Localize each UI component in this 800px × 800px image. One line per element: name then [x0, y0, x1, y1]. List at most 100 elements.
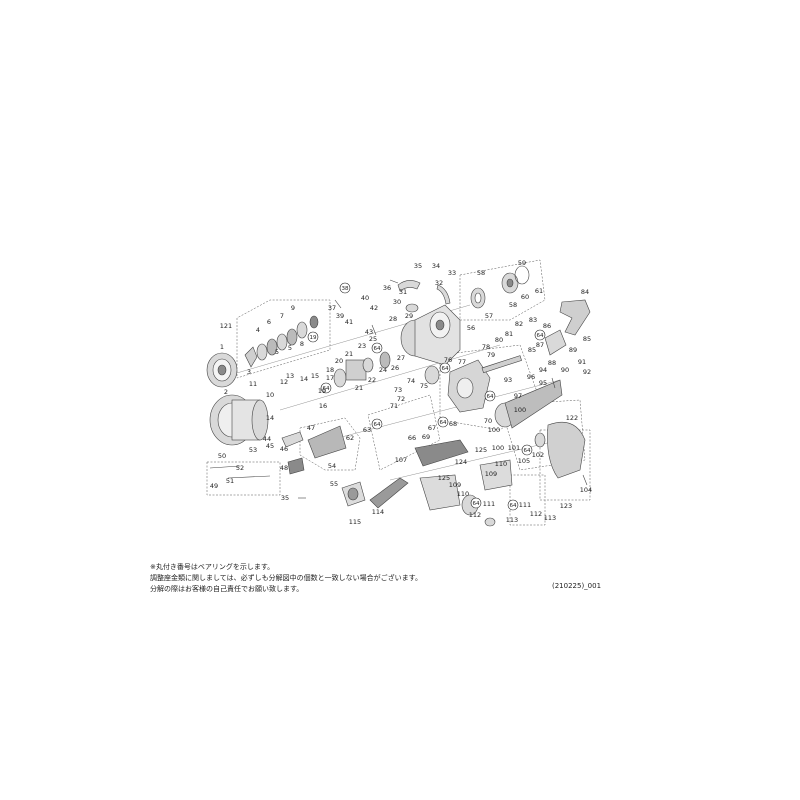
label-part-111a: 111 — [483, 500, 495, 508]
rotor-drawing — [400, 304, 461, 366]
label-part-79: 79 — [487, 351, 495, 359]
label-part-100b: 100 — [488, 426, 500, 434]
label-part-56: 56 — [467, 324, 475, 332]
label-part-89: 89 — [569, 346, 577, 354]
label-part-31: 31 — [399, 288, 407, 296]
label-part-26: 26 — [391, 364, 399, 372]
label-part-113b: 113 — [544, 514, 556, 522]
label-bearing-38: 38 — [342, 286, 349, 292]
label-part-100c: 100 — [492, 444, 504, 452]
label-bearing-64h: 64 — [510, 503, 517, 509]
label-part-122: 122 — [566, 414, 578, 422]
bearing-64a-ring — [320, 382, 332, 394]
label-part-7: 7 — [280, 312, 284, 320]
bearing-64j-ring — [439, 362, 451, 374]
label-part-21a: 21 — [345, 350, 353, 358]
label-part-88: 88 — [548, 359, 556, 367]
label-bearing-64i: 64 — [537, 333, 544, 339]
label-part-10: 10 — [266, 391, 274, 399]
group-box-63-67 — [367, 394, 441, 471]
label-part-69: 69 — [422, 433, 430, 441]
label-part-114: 114 — [372, 508, 384, 516]
label-part-63: 63 — [363, 426, 371, 434]
label-part-36: 36 — [383, 284, 391, 292]
label-bearing-64j: 64 — [442, 366, 449, 372]
body-frame-drawing — [547, 421, 586, 479]
spool-drawing — [206, 352, 238, 388]
label-part-27: 27 — [397, 354, 405, 362]
label-part-51: 51 — [226, 477, 234, 485]
label-part-32: 32 — [435, 279, 443, 287]
label-bearing-64c: 64 — [374, 422, 381, 428]
label-part-125a: 125 — [438, 474, 450, 482]
label-part-61: 61 — [535, 287, 543, 295]
label-bearing-64d: 64 — [440, 420, 447, 426]
label-part-84: 84 — [581, 288, 589, 296]
label-part-34: 34 — [432, 262, 440, 270]
label-part-96: 96 — [527, 373, 535, 381]
label-part-85a: 85 — [583, 335, 591, 343]
line-roller-drawing — [470, 265, 530, 309]
label-part-48: 48 — [280, 464, 288, 472]
label-part-110a: 110 — [457, 490, 469, 498]
label-part-77: 77 — [458, 358, 466, 366]
label-part-81: 81 — [505, 330, 513, 338]
label-part-100a: 100 — [514, 406, 526, 414]
bearing-64g-ring — [470, 497, 482, 509]
label-part-37: 37 — [328, 304, 336, 312]
bearing-64b-ring — [371, 342, 383, 354]
label-part-80: 80 — [495, 336, 503, 344]
gear-housing-drawing — [424, 355, 522, 413]
label-part-70: 70 — [484, 417, 492, 425]
label-part-60: 60 — [521, 293, 529, 301]
label-part-47: 47 — [307, 424, 315, 432]
drag-washers — [244, 315, 319, 368]
label-part-33: 33 — [448, 269, 456, 277]
label-part-1: 1 — [220, 343, 224, 351]
label-part-39: 39 — [336, 312, 344, 320]
label-part-83: 83 — [529, 316, 537, 324]
label-part-90: 90 — [561, 366, 569, 374]
label-part-14b: 14 — [266, 414, 274, 422]
bail-parts-drawing — [397, 280, 451, 313]
label-bearing-64e: 64 — [487, 394, 494, 400]
group-box-47-55 — [299, 417, 361, 471]
label-part-15: 15 — [311, 372, 319, 380]
label-bearing-64b: 64 — [374, 346, 381, 352]
label-part-87: 87 — [536, 341, 544, 349]
component-drawings — [206, 259, 591, 527]
label-part-76: 76 — [444, 356, 452, 364]
label-bearing-64a: 64 — [323, 386, 330, 392]
label-part-16: 16 — [319, 402, 327, 410]
note-bearing-legend: ※丸付き番号はベアリングを示します。 — [150, 563, 275, 571]
lower-parts-drawing — [414, 439, 513, 527]
bearing-markers — [307, 282, 546, 511]
label-part-17: 17 — [326, 374, 334, 382]
label-part-109a: 109 — [449, 481, 461, 489]
label-part-45: 45 — [266, 442, 274, 450]
label-part-125b: 125 — [475, 446, 487, 454]
label-part-75: 75 — [420, 382, 428, 390]
label-part-44: 44 — [263, 435, 271, 443]
bearing-64h-ring — [507, 499, 519, 511]
label-part-93: 93 — [504, 376, 512, 384]
main-spool-drawing — [209, 394, 269, 446]
label-part-57: 57 — [485, 312, 493, 320]
bearing-19-ring — [307, 331, 319, 343]
label-part-110b: 110 — [495, 460, 507, 468]
label-part-11: 11 — [249, 380, 257, 388]
label-part-104: 104 — [580, 486, 592, 494]
label-part-59: 59 — [518, 259, 526, 267]
label-part-12: 12 — [280, 378, 288, 386]
label-part-113a: 113 — [506, 516, 518, 524]
bearing-38-ring — [339, 282, 351, 294]
label-part-13: 13 — [286, 372, 294, 380]
label-part-46: 46 — [280, 445, 288, 453]
label-part-40: 40 — [361, 294, 369, 302]
label-part-53: 53 — [249, 446, 257, 454]
label-part-49: 49 — [210, 482, 218, 490]
label-part-55: 55 — [330, 480, 338, 488]
label-part-18: 18 — [326, 366, 334, 374]
